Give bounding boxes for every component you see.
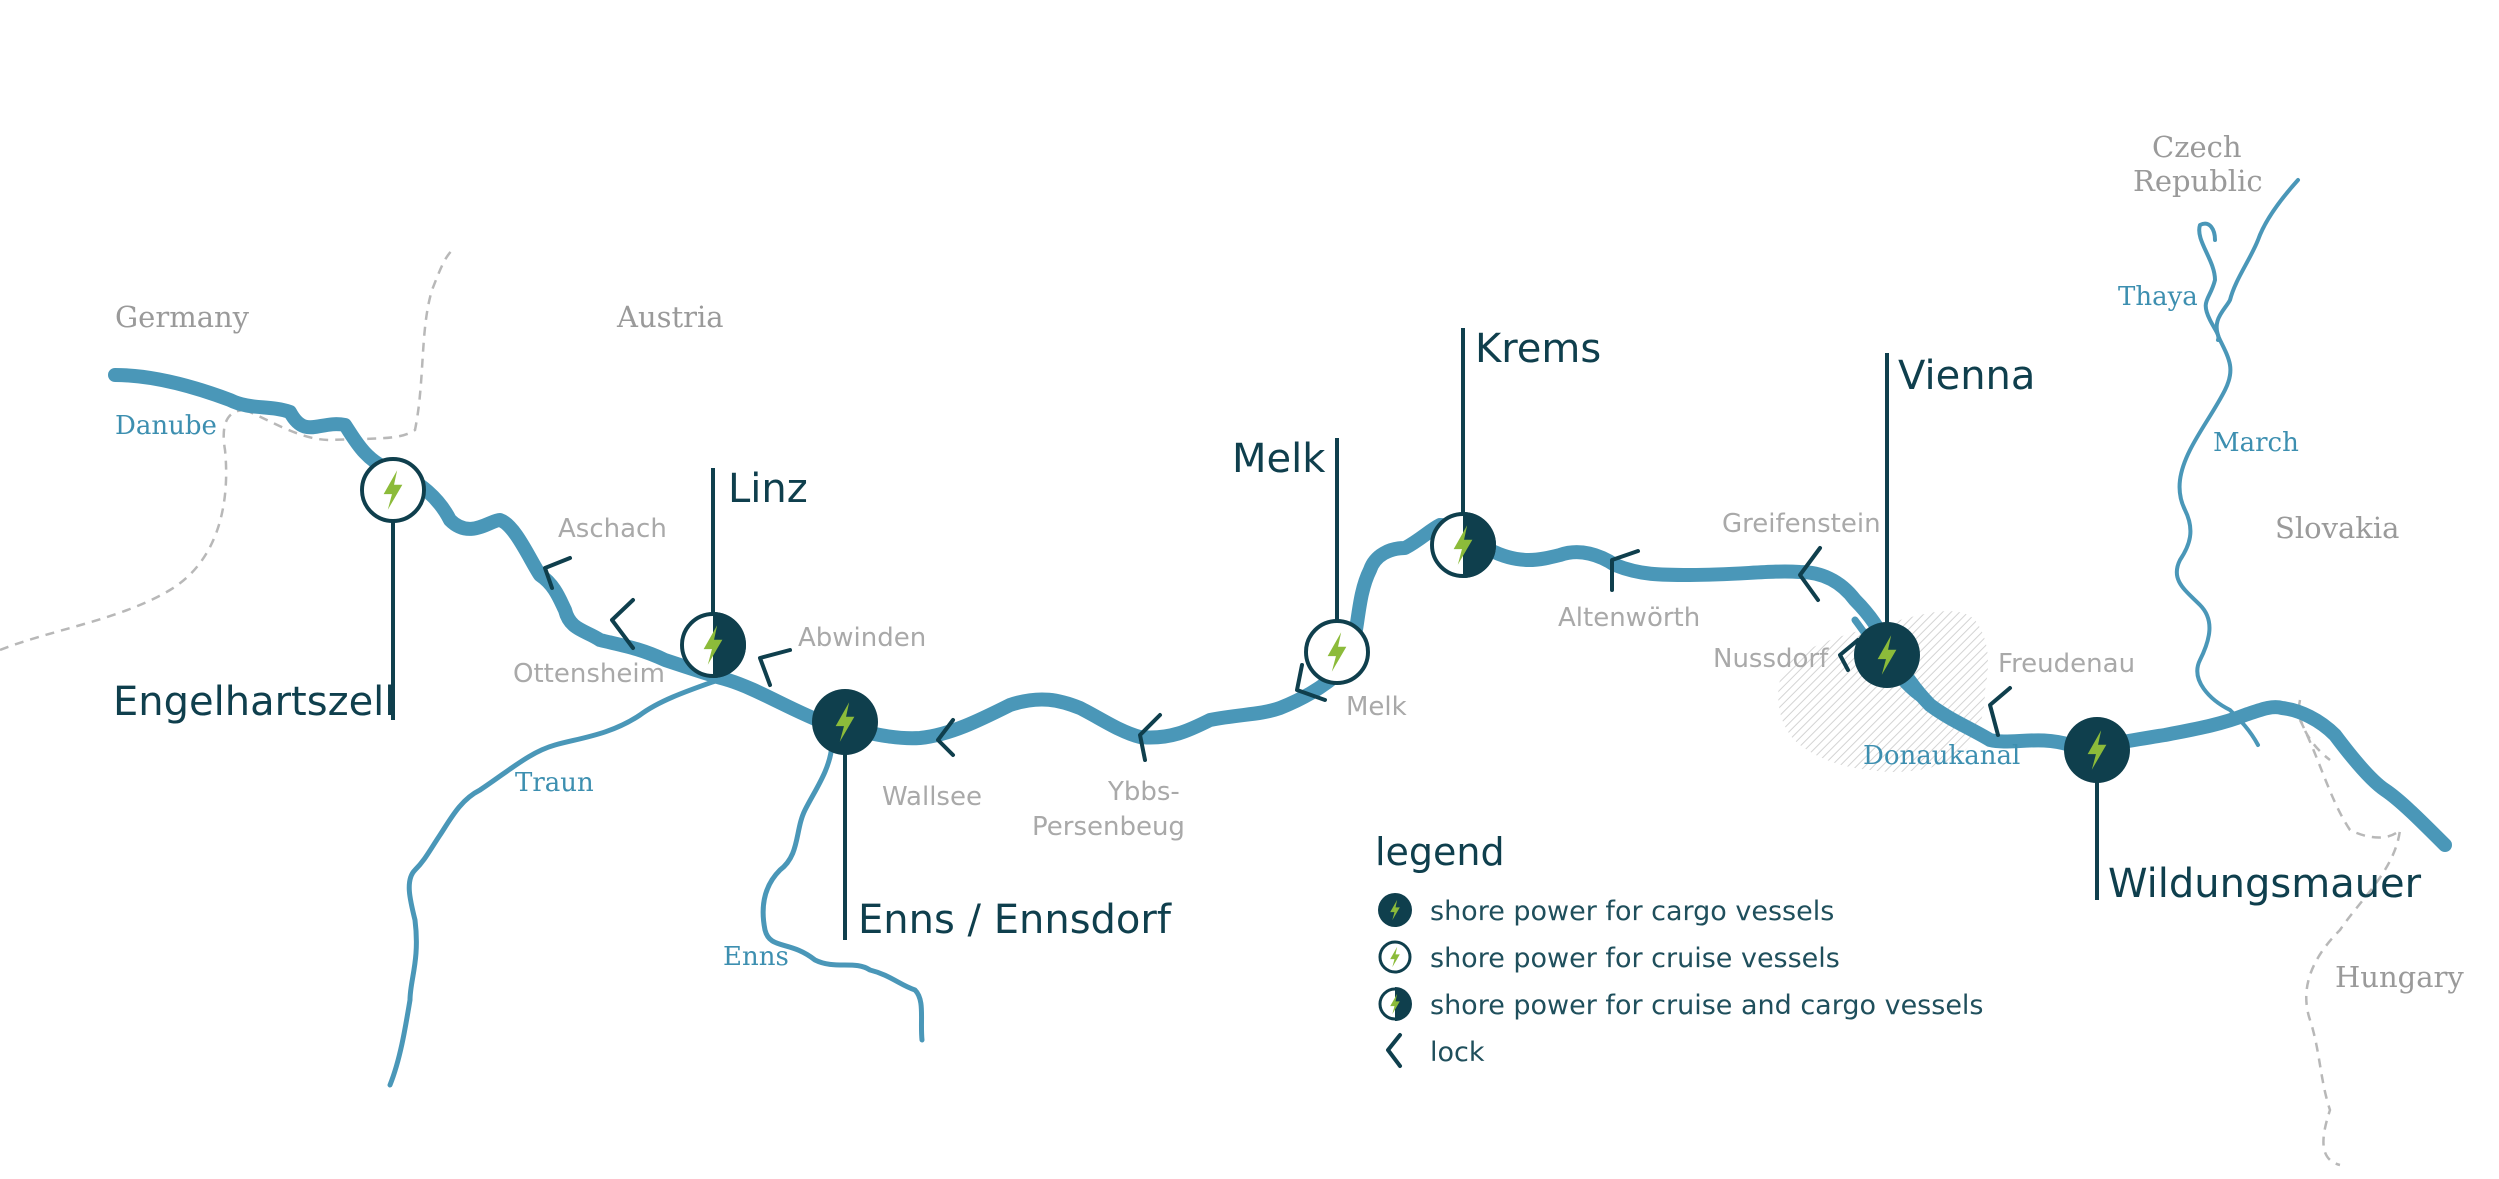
lock-abwinden-icon bbox=[758, 648, 792, 687]
label-lock-wallsee: Wallsee bbox=[882, 782, 982, 812]
label-station-engelhartszell: Engelhartszell bbox=[113, 679, 395, 725]
label-lock-nussdorf: Nussdorf bbox=[1713, 644, 1829, 674]
label-lock-altenwoerth: Altenwörth bbox=[1558, 603, 1700, 633]
vienna-city-area bbox=[1778, 611, 1988, 772]
station-vienna[interactable] bbox=[1854, 622, 1920, 688]
label-river-march: March bbox=[2213, 428, 2299, 458]
station-linz[interactable] bbox=[680, 612, 746, 678]
legend-both-icon bbox=[1378, 987, 1412, 1021]
legend: legend shore power for cargo vessels sho… bbox=[1375, 830, 1984, 1068]
lock-wallsee-icon bbox=[936, 718, 955, 757]
station-lines bbox=[391, 328, 2099, 940]
station-half-disc bbox=[1395, 987, 1412, 1021]
lock-markers bbox=[543, 546, 2012, 762]
label-station-enns: Enns / Ennsdorf bbox=[858, 897, 1172, 943]
label-lock-abwinden: Abwinden bbox=[798, 623, 926, 653]
river-march bbox=[2174, 178, 2300, 747]
legend-icons bbox=[1378, 893, 1412, 1021]
legend-cruise-icon bbox=[1378, 940, 1412, 974]
label-lock-freudenau: Freudenau bbox=[1998, 649, 2135, 679]
legend-text-cargo: shore power for cargo vessels bbox=[1430, 896, 1834, 927]
label-austria: Austria bbox=[616, 300, 724, 334]
station-engelhartszell[interactable] bbox=[360, 457, 426, 523]
label-river-enns: Enns bbox=[723, 942, 789, 972]
label-hungary: Hungary bbox=[2335, 960, 2464, 994]
lock-greifenstein-icon bbox=[1798, 546, 1822, 602]
legend-lock-icon bbox=[1386, 1033, 1402, 1068]
station-half-disc bbox=[713, 612, 746, 678]
label-river-danube: Danube bbox=[115, 411, 217, 441]
label-lock-ottensheim: Ottensheim bbox=[513, 659, 665, 689]
legend-text-cruise: shore power for cruise vessels bbox=[1430, 943, 1840, 974]
station-krems[interactable] bbox=[1430, 512, 1496, 578]
lock-altenwoerth-icon bbox=[1610, 549, 1640, 592]
lock-melk-icon bbox=[1295, 663, 1327, 702]
legend-title: legend bbox=[1375, 830, 1505, 874]
label-slovakia: Slovakia bbox=[2275, 511, 2399, 545]
legend-cargo-icon bbox=[1378, 893, 1412, 927]
station-melk[interactable] bbox=[1304, 619, 1370, 685]
label-lock-ybbs-line2: Persenbeug bbox=[1032, 812, 1185, 842]
border-germany-austria bbox=[0, 246, 456, 652]
label-lock-melk: Melk bbox=[1346, 692, 1407, 722]
lock-ybbs-icon bbox=[1138, 713, 1162, 762]
tributaries bbox=[387, 178, 2300, 1088]
station-enns[interactable] bbox=[812, 689, 878, 755]
label-station-wildungsmauer: Wildungsmauer bbox=[2108, 861, 2422, 907]
label-lock-aschach: Aschach bbox=[558, 514, 667, 544]
stations bbox=[360, 457, 2130, 783]
station-wildungsmauer[interactable] bbox=[2064, 717, 2130, 783]
legend-text-both: shore power for cruise and cargo vessels bbox=[1430, 990, 1984, 1021]
label-station-melk: Melk bbox=[1232, 436, 1326, 482]
label-station-linz: Linz bbox=[728, 466, 808, 512]
legend-text-lock: lock bbox=[1430, 1037, 1485, 1068]
river-thaya bbox=[2197, 221, 2221, 342]
label-river-traun: Traun bbox=[515, 768, 594, 798]
label-lock-greifenstein: Greifenstein bbox=[1722, 509, 1881, 539]
lock-nussdorf-icon bbox=[1838, 638, 1860, 672]
lock-aschach-icon bbox=[543, 556, 572, 590]
label-station-krems: Krems bbox=[1475, 326, 1601, 372]
label-czech-line1: Czech bbox=[2152, 130, 2242, 164]
river-traun bbox=[387, 677, 721, 1088]
label-river-thaya: Thaya bbox=[2118, 282, 2198, 312]
label-station-vienna: Vienna bbox=[1898, 353, 2035, 399]
label-czech-line2: Republic bbox=[2133, 164, 2263, 198]
lock-freudenau-icon bbox=[1988, 686, 2012, 737]
river-enns bbox=[760, 742, 925, 1043]
station-half-disc bbox=[1463, 512, 1496, 578]
label-germany: Germany bbox=[115, 300, 250, 334]
lock-ottensheim-icon bbox=[610, 598, 635, 650]
label-river-donaukanal: Donaukanal bbox=[1863, 741, 2020, 771]
label-lock-ybbs-line1: Ybbs- bbox=[1107, 777, 1180, 807]
border-austria-hungary bbox=[2298, 719, 2402, 1167]
